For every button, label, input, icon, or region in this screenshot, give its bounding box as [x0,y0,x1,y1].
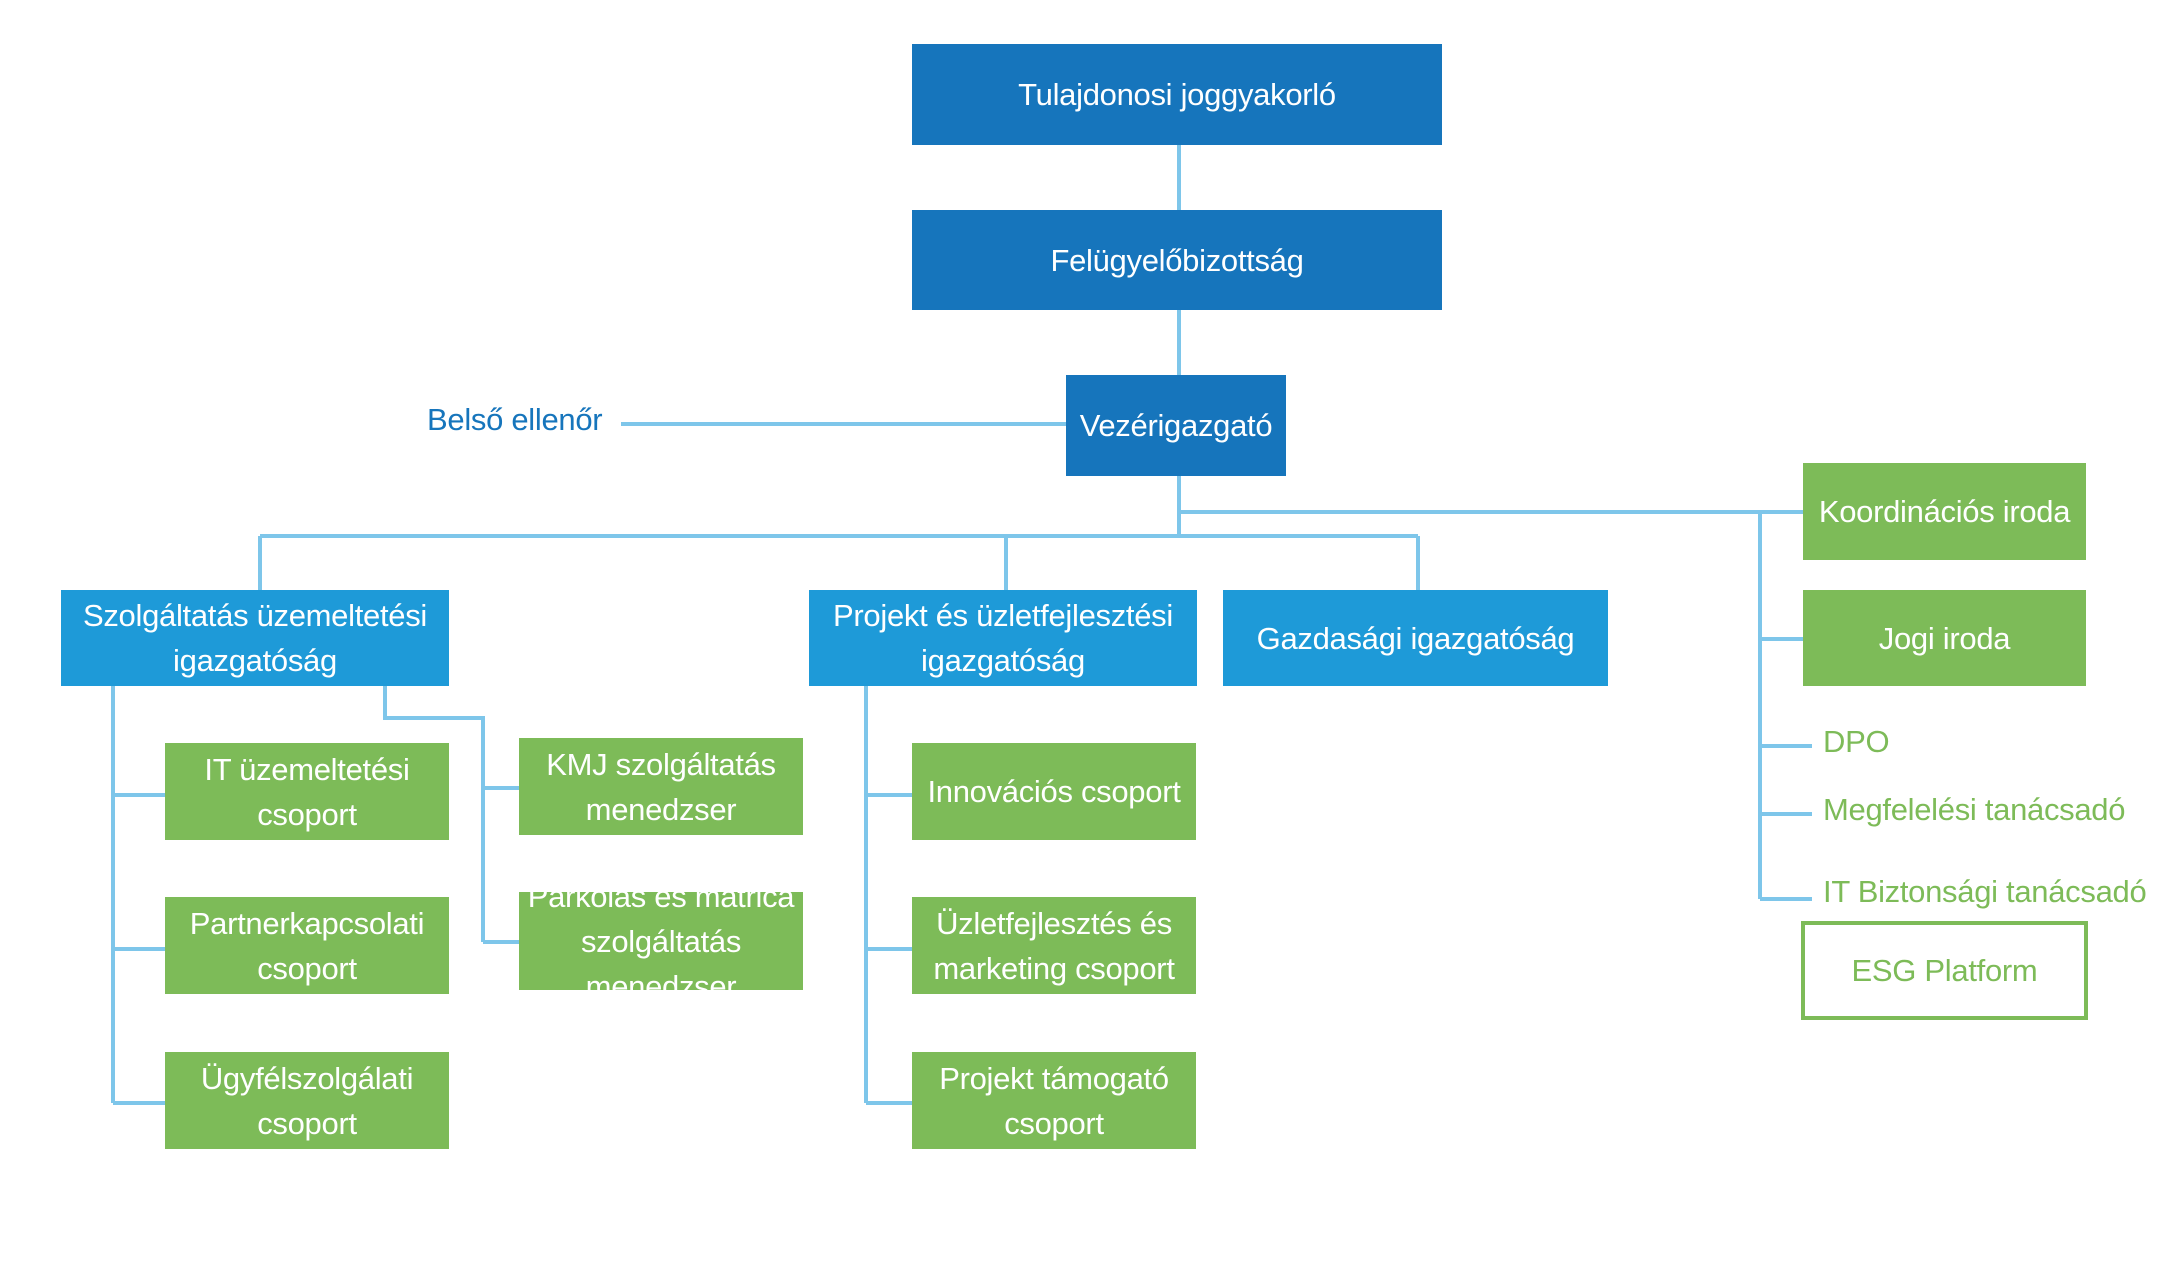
coordination-office-box: Koordinációs iroda [1803,463,2086,560]
esg-platform-box: ESG Platform [1801,921,2088,1020]
kmj-manager-box: KMJ szolgáltatás menedzser [519,738,803,835]
business-marketing-group-box: Üzletfejlesztés és marketing csoport [912,897,1196,994]
service-operations-directorate-box: Szolgáltatás üzemeltetési igazgatóság [61,590,449,686]
compliance-advisor-label: Megfelelési tanácsadó [1823,792,2126,827]
project-business-directorate-box: Projekt és üzletfejlesztési igazgatóság [809,590,1197,686]
ceo-box: Vezérigazgató [1066,375,1286,476]
innovation-group-box: Innovációs csoport [912,743,1196,840]
customer-service-group-box: Ügyfélszolgálati csoport [165,1052,449,1149]
connector-managers-spine [383,685,485,942]
project-support-group-box: Projekt támogató csoport [912,1052,1196,1149]
dpo-label: DPO [1823,724,1890,759]
owner-box: Tulajdonosi joggyakorló [912,44,1442,145]
it-operations-group-box: IT üzemeltetési csoport [165,743,449,840]
economic-directorate-box: Gazdasági igazgatóság [1223,590,1608,686]
legal-office-box: Jogi iroda [1803,590,2086,686]
parking-manager-box: Parkolás és matrica szolgáltatás menedzs… [519,879,803,1004]
internal-auditor-label: Belső ellenőr [427,402,603,437]
partner-relations-group-box: Partnerkapcsolati csoport [165,897,449,994]
it-security-advisor-label: IT Biztonsági tanácsadó [1823,874,2147,909]
supervisory-board-box: Felügyelőbizottság [912,210,1442,310]
